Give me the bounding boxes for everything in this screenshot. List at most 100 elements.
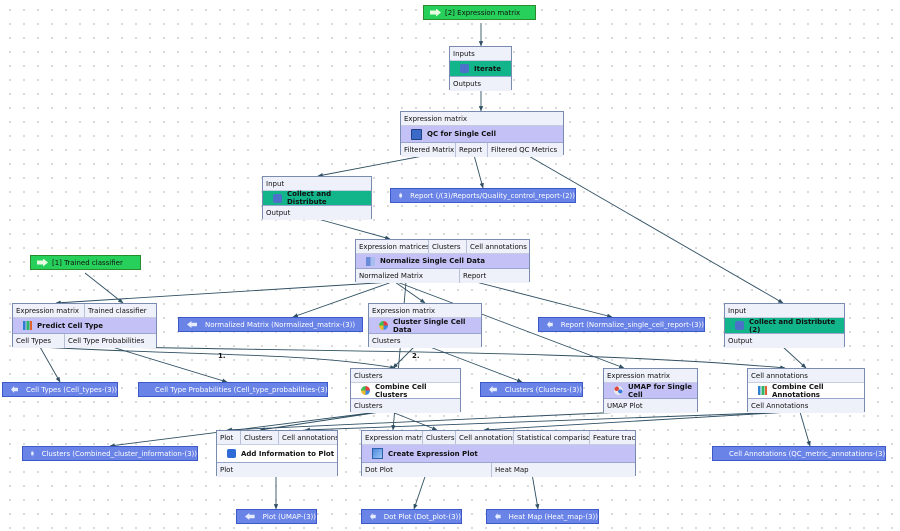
normalize-clusters-port[interactable]: Clusters [429,240,467,253]
edge-umap-addinfo [226,411,625,432]
cluster-expression-matrix-port[interactable]: Expression matrix [369,304,481,317]
expr-plot-clusters-port[interactable]: Clusters [423,431,456,444]
collect2-title: Collect and Distribute (2) [749,317,836,334]
workflow-input-expression-matrix[interactable]: [2] Expression matrix [423,5,536,20]
expr-plot-heat-map-port[interactable]: Heat Map [492,463,635,477]
qc-expression-matrix-port[interactable]: Expression matrix [401,112,563,125]
output-clusters[interactable]: Clusters (Clusters-(3)) [480,382,583,397]
qc-node[interactable]: Expression matrix QC for Single Cell Fil… [400,111,564,157]
add-info-cell-annotations-port[interactable]: Cell annotations [279,431,337,444]
combine-clusters-input-port[interactable]: Clusters [351,369,460,382]
add-info-plot-node[interactable]: Plot Clusters Cell annotations Add Infor… [216,430,338,477]
edge-collect2-combine-annot [782,346,807,369]
collect-input-port[interactable]: Input [263,177,371,190]
collect-title: Collect and Distribute [287,190,332,206]
edge-norm-umap [396,281,625,369]
iterate-icon [460,64,469,73]
predict-cell-types-port[interactable]: Cell Types [13,334,65,348]
normalize-report-port[interactable]: Report [460,269,529,283]
edge-qc-report [473,154,484,189]
output-cell-annotations[interactable]: Cell Annotations (QC_metric_annotations-… [712,446,888,461]
expr-plot-statistical-comparison-port[interactable]: Statistical comparison [514,431,590,444]
output-arrow-icon [399,192,403,199]
predict-cell-type-node[interactable]: Expression matrix Trained classifier Pre… [12,303,157,348]
edge-annot-addinfo [304,411,791,432]
qc-report-port[interactable]: Report [456,143,488,157]
combine-annot-title: Combine Cell Annotations [772,382,824,399]
expr-plot-expression-matrix-port[interactable]: Expression matrix [362,431,423,444]
expr-plot-dot-plot-port[interactable]: Dot Plot [362,463,492,477]
cluster-clusters-port[interactable]: Clusters [369,334,481,348]
combine-annot-input-port[interactable]: Cell annotations [748,369,864,382]
normalize-title: Normalize Single Cell Data [380,257,485,265]
add-info-plot-port[interactable]: Plot [217,431,241,444]
edge-annot-exprplot [483,411,791,432]
create-expression-plot-node[interactable]: Expression matrix Clusters Cell annotati… [361,430,636,477]
edge-norm-predict [55,281,393,305]
expr-plot-icon [372,448,383,459]
iterate-outputs-port[interactable]: Outputs [450,77,511,91]
add-info-icon [227,449,236,458]
output-heat-map[interactable]: Heat Map (Heat_map-(3)) [486,509,599,524]
cluster-node[interactable]: Expression matrix Cluster Single Cell Da… [368,303,482,348]
collect-distribute-2-node[interactable]: Input Collect and Distribute (2) Output [724,303,845,348]
umap-title: UMAP for Single Cell [628,382,692,399]
edge-combine-clusters-exprplot [391,411,438,431]
predict-cell-type-probabilities-port[interactable]: Cell Type Probabilities [65,334,156,348]
umap-plot-port[interactable]: UMAP Plot [604,399,697,413]
normalize-node[interactable]: Expression matrices Clusters Cell annota… [355,239,530,283]
qc-filtered-matrix-port[interactable]: Filtered Matrix [401,143,456,157]
edge-predict-probs [111,346,228,383]
collect-output-port[interactable]: Output [263,206,371,220]
combine-clusters-title: Combine Cell Clusters [375,382,427,399]
edge-annot-out [799,411,811,447]
umap-icon [614,386,623,395]
combine-annot-output-port[interactable]: Cell Annotations [748,399,864,413]
normalize-cell-annotations-port[interactable]: Cell annotations [467,240,529,253]
iterate-title: Iterate [474,64,501,73]
collect2-input-port[interactable]: Input [725,304,844,317]
add-info-output-port[interactable]: Plot [217,463,337,477]
expr-plot-cell-annotations-port[interactable]: Cell annotations [456,431,514,444]
output-cell-types[interactable]: Cell Types (Cell_types-(3)) [2,382,118,397]
combine-annot-icon [758,386,767,395]
edge-label-2: 2. [412,352,420,360]
workflow-input-trained-classifier[interactable]: [1] Trained classifier [30,255,141,270]
combine-clusters-output-port[interactable]: Clusters [351,399,460,413]
edge-collect1-normalize [317,218,391,240]
output-arrow-icon [495,513,501,520]
edge-cluster-clusters-out [429,346,523,383]
qc-title: QC for Single Cell [427,130,496,138]
collect-distribute-node[interactable]: Input Collect and Distribute Output [262,176,372,220]
edge-qc-collect2 [526,154,784,304]
normalize-icon [366,256,375,266]
output-cell-type-probabilities[interactable]: Cell Type Probabilities (Cell_type_proba… [138,382,330,397]
output-report-qc[interactable]: Report (/(3)/Reports/Quality_control_rep… [390,188,576,203]
normalize-normalized-matrix-port[interactable]: Normalized Matrix [356,269,460,283]
edge-qc-collect1 [317,154,429,178]
iterate-inputs-port[interactable]: Inputs [450,47,511,60]
edge-label-1: 1. [218,352,226,360]
output-combined-clusters[interactable]: Clusters (Combined_cluster_information-(… [22,446,198,461]
umap-expression-matrix-port[interactable]: Expression matrix [604,369,697,382]
output-dot-plot[interactable]: Dot Plot (Dot_plot-(3)) [361,509,462,524]
combine-cell-annotations-node[interactable]: Cell annotations Combine Cell Annotation… [747,368,865,413]
output-report-normalize[interactable]: Report (Normalize_single_cell_report-(3)… [538,317,705,332]
qc-filtered-qc-metrics-port[interactable]: Filtered QC Metrics [488,143,563,157]
predict-expression-matrix-port[interactable]: Expression matrix [13,304,85,317]
iterate-node[interactable]: Inputs Iterate Outputs [449,46,512,91]
collect2-output-port[interactable]: Output [725,334,844,348]
combine-cell-clusters-node[interactable]: Clusters Combine Cell Clusters Clusters [350,368,461,413]
output-arrow-icon [370,513,376,520]
output-arrow-icon [489,386,497,393]
normalize-expression-matrices-port[interactable]: Expression matrices [356,240,429,253]
collect-icon [273,193,282,203]
edge-combine-clusters-addinfo [259,411,381,432]
output-plot-umap[interactable]: Plot (UMAP-(3)) [236,509,317,524]
add-info-clusters-port[interactable]: Clusters [241,431,279,444]
expr-plot-feature-track-port[interactable]: Feature track [590,431,635,444]
output-normalized-matrix[interactable]: Normalized Matrix (Normalized_matrix-(3)… [178,317,363,332]
umap-node[interactable]: Expression matrix UMAP for Single Cell U… [603,368,698,413]
output-arrow-icon [245,513,255,520]
predict-trained-classifier-port[interactable]: Trained classifier [85,304,156,317]
